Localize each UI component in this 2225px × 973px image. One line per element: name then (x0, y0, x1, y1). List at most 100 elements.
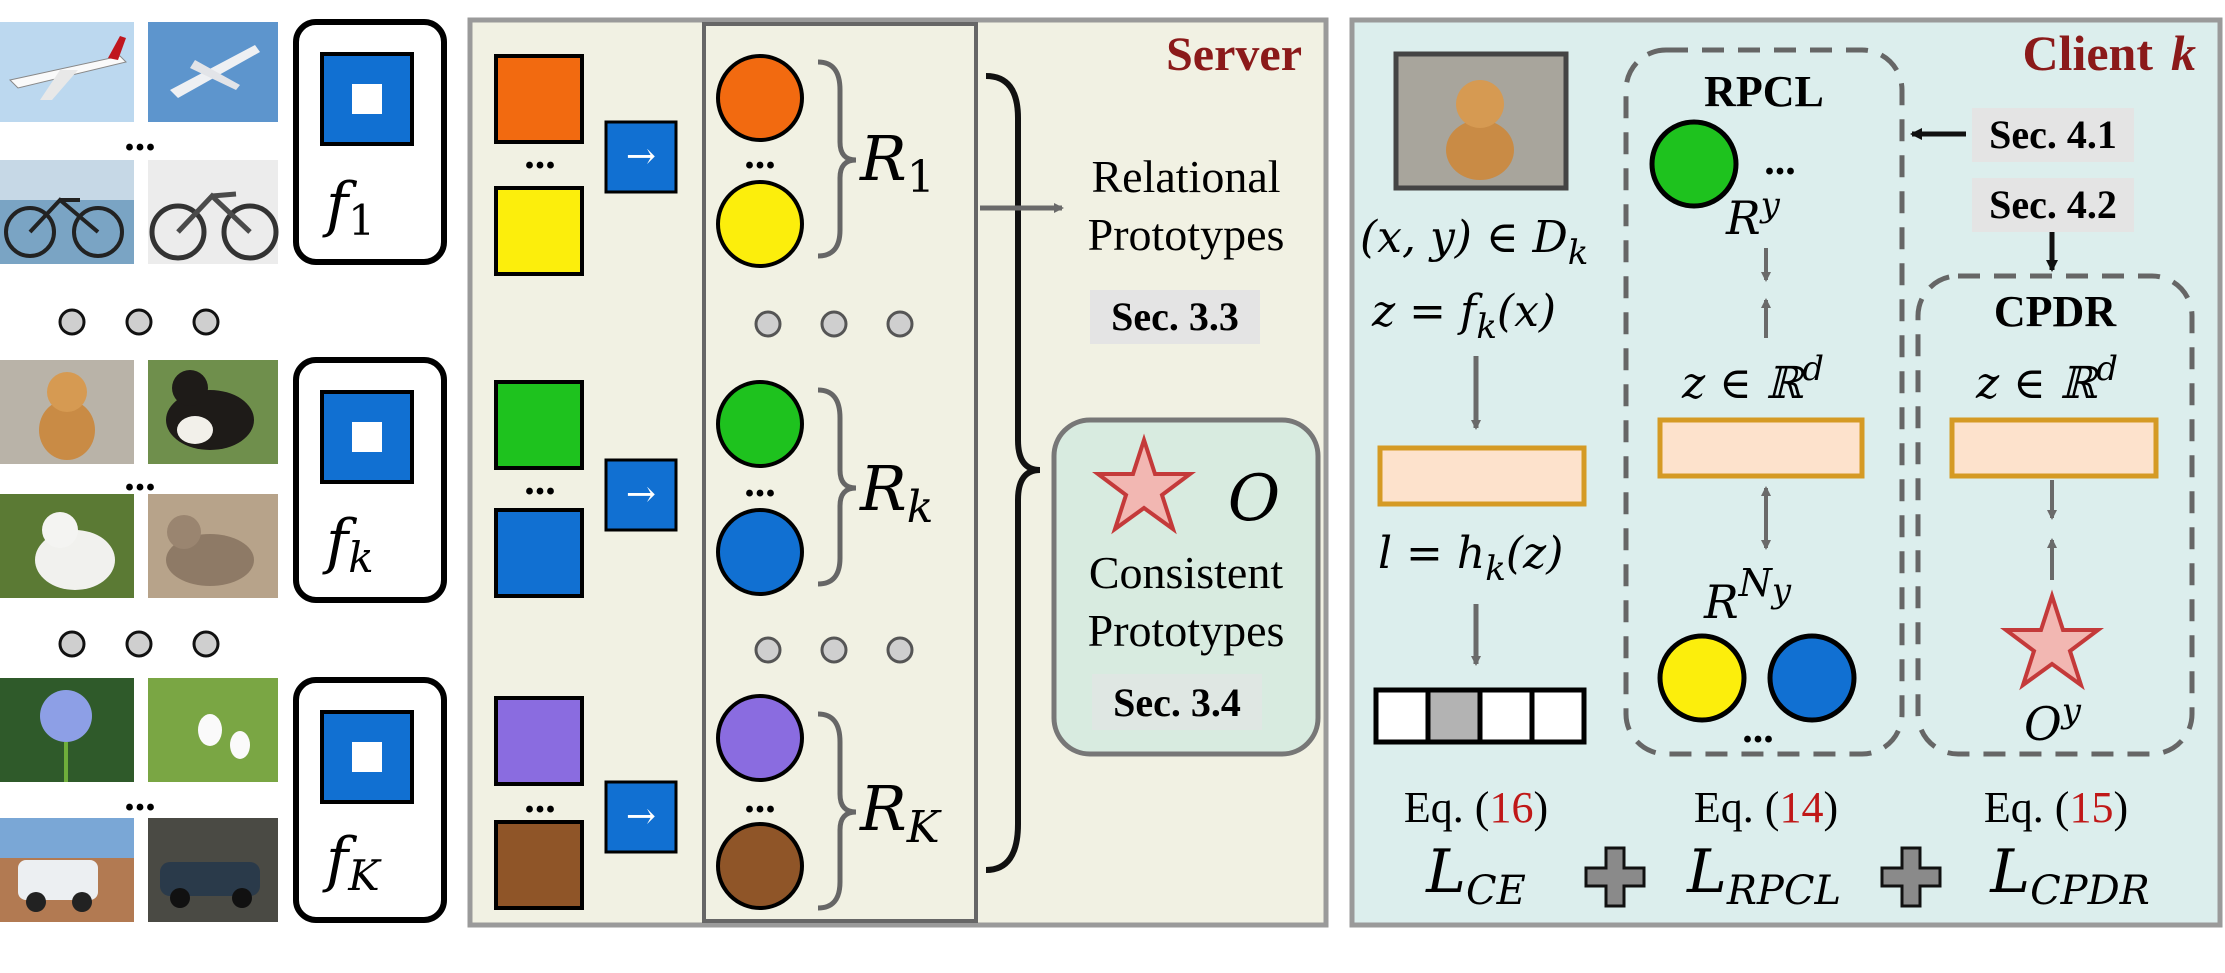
eq14-num: 14 (1779, 783, 1823, 832)
consistent-sec: Sec. 3.4 (1113, 680, 1241, 725)
consistent-sec-bg (1092, 674, 1262, 730)
rn-sup: N (1738, 561, 1774, 605)
rK-label: R (859, 772, 907, 845)
l-eq: l = h (1378, 528, 1485, 579)
rpcl-blue-circle (1767, 633, 1857, 723)
circle-green (716, 380, 804, 468)
svg-text:z ∈ ℝd: z ∈ ℝd (1681, 349, 1824, 409)
square-yellow (494, 186, 584, 276)
l-eq-sub: k (1485, 549, 1506, 589)
model-fK-sub: K (347, 851, 382, 900)
brace-r1 (817, 59, 857, 259)
svg-text:Oy: Oy (2024, 691, 2082, 751)
svg-text:fk: fk (322, 507, 374, 582)
svg-text:LCPDR: LCPDR (1989, 837, 2150, 914)
eq16-prefix: Eq. ( (1404, 783, 1490, 832)
server-dots-1 (754, 310, 914, 338)
svg-text:fK: fK (322, 825, 382, 900)
bicycle-photo (0, 160, 134, 264)
rpcl-ellipsis-bottom: ... (1742, 706, 1774, 752)
square-purple (494, 696, 584, 786)
square-ellipsis-1: ... (524, 132, 556, 178)
eq16-suffix: ) (1533, 783, 1548, 832)
relational-line1: Relational (1091, 151, 1280, 202)
model-f1-sub: 1 (348, 196, 375, 245)
cpdr-z-space: z ∈ ℝ (1975, 358, 2099, 409)
server-dots-2 (754, 636, 914, 664)
sec42-label: Sec. 4.2 (1989, 182, 2117, 227)
map-arrow-2-glyph: → (626, 474, 656, 515)
rpcl-block: RPCL ... Ry z ∈ ℝd RNy ... (1623, 47, 1905, 757)
server-panel: Server ... → ... R1 ... (467, 17, 1329, 928)
rK-sub: K (906, 802, 942, 853)
rn-main: R (1703, 575, 1739, 629)
svg-text:Eq. (16): Eq. (16) (1404, 783, 1548, 832)
brace-rK (817, 711, 857, 911)
r-y-sup: y (1759, 185, 1781, 225)
rpcl-title: RPCL (1704, 67, 1824, 116)
ce-column: (x, y) ∈ Dk z = fk(x) l = hk(z) (1360, 51, 1588, 745)
rn-sub: y (1770, 571, 1792, 611)
server-group-k: ... → ... Rk (494, 380, 933, 598)
star-icon (1092, 433, 1196, 535)
svg-text:z ∈ ℝd: z ∈ ℝd (1975, 349, 2118, 409)
map-arrow-1-glyph: → (626, 136, 656, 177)
client-title: Client (2022, 25, 2153, 81)
circle-yellow (716, 180, 804, 268)
server-group-1: ... → ... R1 (494, 54, 935, 276)
svg-text:Eq. (15): Eq. (15) (1984, 783, 2128, 832)
eq14-suffix: ) (1823, 783, 1838, 832)
rpcl-z-sup: d (1802, 349, 1824, 389)
model-fk-sub: k (348, 533, 373, 582)
plus-icon-2 (1880, 846, 1942, 908)
brace-rk (817, 387, 857, 587)
sec42-bg (1972, 178, 2134, 232)
circle-purple (716, 694, 804, 782)
model-fk: fk (293, 357, 447, 603)
group-3-ellipsis: ... (124, 774, 156, 820)
bicycle-photo-2 (148, 160, 279, 264)
sec41-bg (1972, 108, 2134, 162)
rpcl-z-space: z ∈ ℝ (1681, 358, 1805, 409)
model-fK: fK (293, 677, 447, 923)
loss-cpdr: L (1989, 837, 2030, 907)
airplane-photo (0, 22, 134, 122)
loss-ce: L (1425, 837, 1466, 907)
cpdr-feature-bar (1949, 417, 2159, 479)
o-y-sup: y (2060, 691, 2082, 731)
svg-text:(x, y) ∈ Dk: (x, y) ∈ Dk (1360, 212, 1588, 273)
eq15-suffix: ) (2113, 783, 2128, 832)
prototype-column-box (702, 22, 978, 923)
gap-dots-1 (58, 308, 220, 336)
square-orange (494, 54, 584, 144)
svg-text:Rk: Rk (859, 452, 933, 533)
r-y-main: R (1725, 191, 1761, 245)
cpdr-star-icon (2000, 589, 2104, 691)
group-2-ellipsis: ... (124, 454, 156, 500)
square-blue (494, 508, 584, 598)
svg-text:R1: R1 (859, 122, 935, 203)
dog-photo (148, 360, 278, 464)
cpdr-z-sup: d (2096, 349, 2118, 389)
data-group-2: ... (0, 360, 278, 598)
square-brown (494, 820, 584, 910)
loss-rpcl-sub: RPCL (1726, 868, 1841, 914)
gap-dots-2 (58, 630, 220, 658)
circle-ellipsis-2: ... (744, 460, 776, 506)
consistent-line1: Consistent (1089, 547, 1283, 598)
rpcl-green-circle (1649, 119, 1739, 209)
consistent-line2: Prototypes (1088, 605, 1285, 656)
rpcl-feature-bar (1657, 417, 1865, 479)
relational-sec-bg (1090, 290, 1260, 344)
loss-ce-sub: CE (1466, 868, 1526, 914)
model-f1: f1 (293, 19, 447, 265)
eq15-num: 15 (2069, 783, 2113, 832)
plus-icon-1 (1584, 846, 1646, 908)
o-y-main: O (2024, 697, 2062, 751)
circle-orange (716, 54, 804, 142)
group-1-ellipsis: ... (124, 114, 156, 160)
data-group-3: ... (0, 678, 278, 922)
cat-photo-2 (148, 494, 278, 598)
aggregate-brace (985, 73, 1041, 873)
